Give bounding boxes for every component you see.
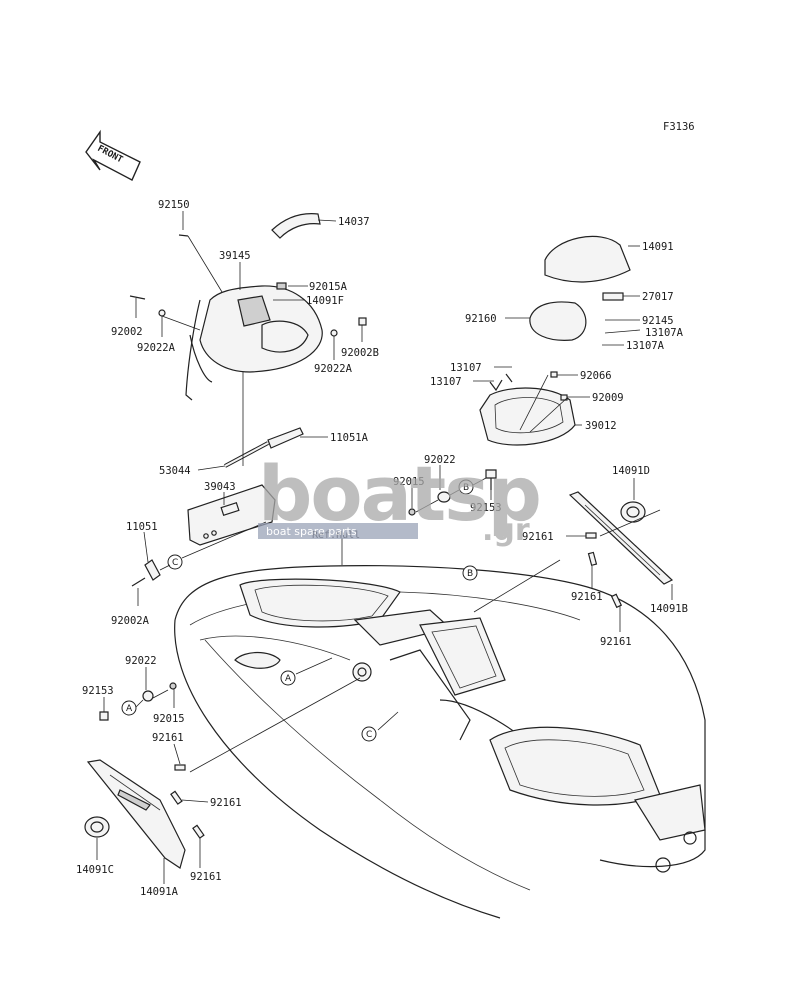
part-labels: 92150 14037 39145 92015A 14091F 92002 92… bbox=[76, 199, 688, 898]
part-label: 92066 bbox=[580, 370, 612, 382]
part-label: 53044 bbox=[159, 465, 191, 477]
part-label: 92022 bbox=[424, 454, 456, 466]
watermark: boatsp .gr boat spare parts bbox=[258, 449, 542, 548]
part-label: 39012 bbox=[585, 420, 617, 432]
callout-c-upper: C bbox=[167, 554, 183, 570]
part-label: 92150 bbox=[158, 199, 190, 211]
svg-text:A: A bbox=[126, 704, 133, 714]
callout-b-lower: B bbox=[462, 565, 478, 581]
part-label: 13107A bbox=[626, 340, 665, 352]
part-label: 92160 bbox=[465, 313, 497, 325]
front-arrow-icon: FRONT bbox=[85, 129, 141, 181]
part-label: 92009 bbox=[592, 392, 624, 404]
part-label: 14037 bbox=[338, 216, 370, 228]
watermark-suffix: .gr bbox=[482, 513, 530, 548]
part-label: 92022A bbox=[137, 342, 176, 354]
svg-text:C: C bbox=[366, 730, 372, 740]
callout-b-upper: B bbox=[458, 479, 474, 495]
callout-a-left: A bbox=[121, 700, 137, 716]
mid-fasteners bbox=[408, 469, 497, 516]
part-label: 14091C bbox=[76, 864, 114, 876]
storage-assembly bbox=[479, 235, 631, 446]
part-label: 92161 bbox=[522, 531, 554, 543]
part-label: 11051 bbox=[126, 521, 158, 533]
mounting-bracket-assembly bbox=[131, 427, 304, 587]
part-label: 92153 bbox=[470, 502, 502, 514]
part-label: 92161 bbox=[210, 797, 242, 809]
part-label: 14091 bbox=[642, 241, 674, 253]
right-side-panel bbox=[568, 491, 674, 609]
part-label: 92161 bbox=[600, 636, 632, 648]
handlebar-cover-assembly bbox=[129, 213, 367, 401]
figure-code: F3136 bbox=[663, 121, 695, 133]
part-label: 92015 bbox=[153, 713, 185, 725]
part-label: 92153 bbox=[82, 685, 114, 697]
part-label: 92161 bbox=[190, 871, 222, 883]
part-label: 92015 bbox=[393, 476, 425, 488]
part-label: 92022A bbox=[314, 363, 353, 375]
part-label: 39043 bbox=[204, 481, 236, 493]
part-label: 14091F bbox=[306, 295, 344, 307]
part-label: 14091A bbox=[140, 886, 179, 898]
hull: Ref.Hull bbox=[174, 530, 706, 919]
part-label: 27017 bbox=[642, 291, 674, 303]
watermark-sub: boat spare parts bbox=[266, 525, 357, 538]
callout-c-hull: C bbox=[361, 726, 377, 742]
part-label: 14091D bbox=[612, 465, 650, 477]
part-label: 92002B bbox=[341, 347, 379, 359]
svg-text:B: B bbox=[467, 569, 473, 579]
part-label: 13107 bbox=[450, 362, 482, 374]
part-label: 92161 bbox=[571, 591, 603, 603]
part-label: 92161 bbox=[152, 732, 184, 744]
svg-text:C: C bbox=[172, 558, 178, 568]
part-label: 92015A bbox=[309, 281, 348, 293]
part-label: 13107A bbox=[645, 327, 684, 339]
left-side-panel bbox=[84, 682, 205, 869]
svg-text:B: B bbox=[463, 483, 469, 493]
callout-a-hull: A bbox=[280, 670, 296, 686]
part-label: 92022 bbox=[125, 655, 157, 667]
part-label: 14091B bbox=[650, 603, 688, 615]
part-label: 13107 bbox=[430, 376, 462, 388]
part-label: 39145 bbox=[219, 250, 251, 262]
part-label: 92145 bbox=[642, 315, 674, 327]
part-label: 11051A bbox=[330, 432, 369, 444]
callout-circles: B C B A C A bbox=[121, 479, 478, 742]
part-label: 92002 bbox=[111, 326, 143, 338]
svg-text:A: A bbox=[285, 674, 292, 684]
leader-lines bbox=[96, 211, 673, 884]
part-label: 92002A bbox=[111, 615, 150, 627]
